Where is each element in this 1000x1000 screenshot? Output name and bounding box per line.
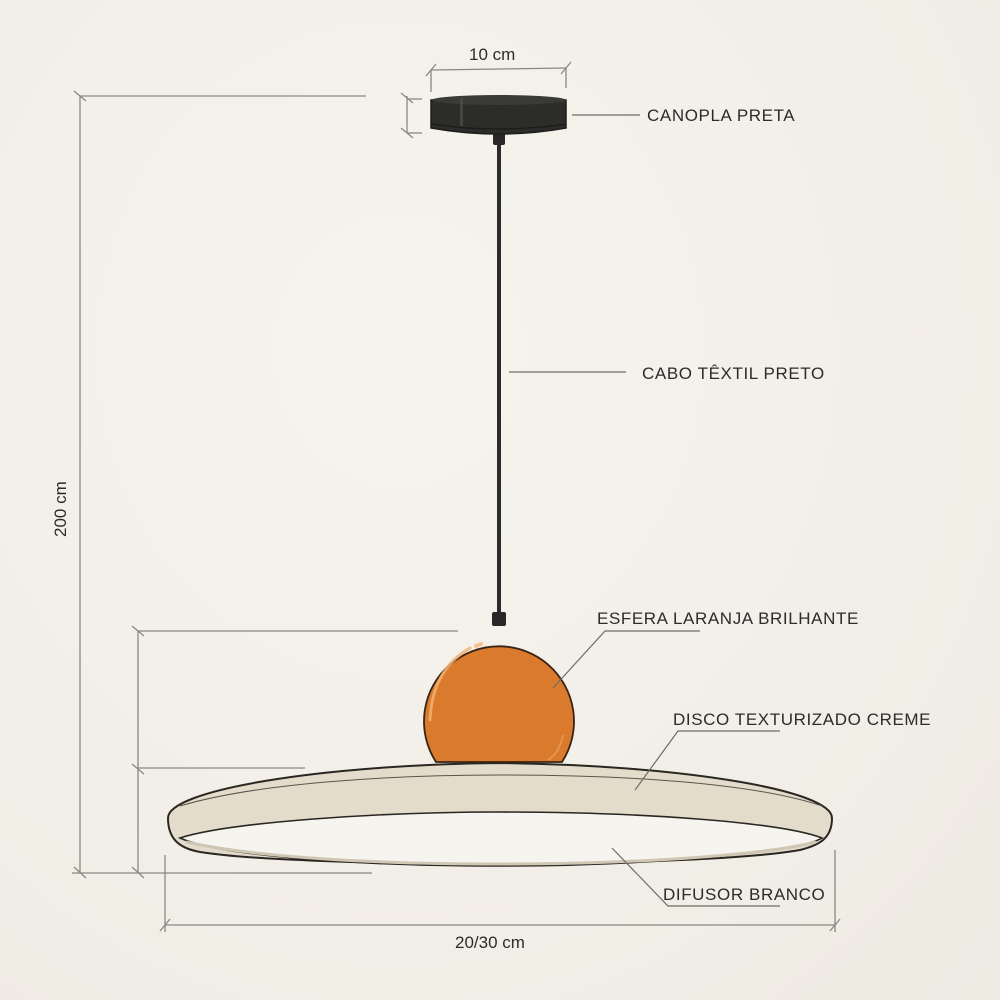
disc-label: DISCO TEXTURIZADO CREME — [673, 710, 932, 729]
diffuser — [177, 811, 824, 867]
leader-diffuser — [611, 847, 780, 907]
shade-width-dimension — [159, 850, 841, 932]
leader-lines — [509, 114, 780, 907]
shade-diameter-label: 20/30 cm — [455, 933, 525, 952]
sphere-label: ESFERA LARANJA BRILHANTE — [597, 609, 859, 628]
canopy-width-label: 10 cm — [469, 45, 516, 64]
leader-disc — [634, 730, 780, 791]
sphere-height-dimension — [131, 625, 458, 879]
canopy-height-dimension — [400, 92, 422, 139]
canopy-width-dimension — [425, 61, 572, 92]
canopy — [430, 95, 567, 135]
disc-shade — [166, 761, 834, 867]
dimension-lines — [72, 61, 841, 932]
diffuser-label: DIFUSOR BRANCO — [663, 885, 826, 904]
total-height-label: 200 cm — [51, 481, 70, 537]
cable-label: CABO TÊXTIL PRETO — [642, 364, 825, 383]
total-height-dimension — [72, 90, 372, 879]
leader-sphere — [552, 630, 700, 689]
cable — [492, 131, 506, 626]
canopy-label: CANOPLA PRETA — [647, 106, 796, 125]
orange-sphere — [423, 642, 575, 763]
